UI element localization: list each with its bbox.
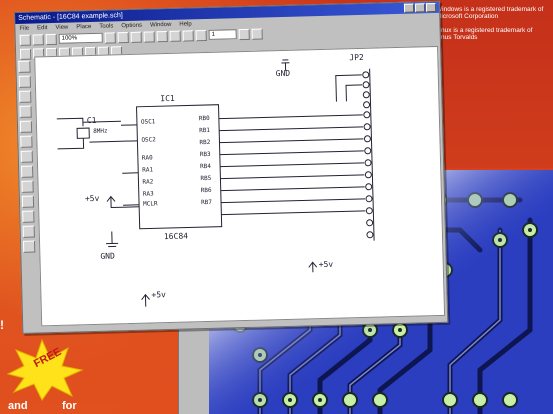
tool-arc-icon[interactable] [20,150,33,163]
wire-icon[interactable] [169,30,181,42]
crystal-value: 8MHz [93,127,108,135]
pin-rb2: RB2 [199,138,211,147]
vcc-bottom-label: +5v [151,290,167,300]
for-label: for [62,400,77,412]
tool-bus-icon[interactable] [19,90,32,103]
cut-icon[interactable] [104,31,116,44]
pin-osc1: OSC1 [140,118,156,126]
tool-pin-icon[interactable] [21,180,34,193]
pin-rb0: RB0 [198,114,210,123]
menu-window[interactable]: Window [149,21,172,28]
menu-help[interactable]: Help [179,20,192,28]
pin-mclr: MCLR [142,200,158,208]
zoom-combo[interactable]: 100% [58,32,103,44]
paste-icon[interactable] [130,31,142,43]
gnd-left-label: GND [100,251,115,261]
pin-rb6: RB6 [200,186,212,195]
tool-line-icon[interactable] [19,105,32,118]
menu-file[interactable]: File [19,25,30,32]
ic-part-number: 16C84 [163,231,189,242]
pin-ra1: RA1 [142,166,154,174]
exclamation: ! [0,318,4,332]
ic-reference: IC1 [160,93,175,104]
pin-rb4: RB4 [200,162,212,171]
sheet-combo[interactable]: 1 [208,29,237,40]
schematic-drawing [56,59,375,307]
copy-icon[interactable] [117,31,129,43]
schematic-canvas[interactable]: IC1 16C84 C1 8MHz GND GND JP2 +5v +5v +5… [34,45,446,327]
tool-part-icon[interactable] [21,195,35,208]
part-icon[interactable] [195,29,207,41]
tool-delete-icon[interactable] [22,240,36,253]
free-starburst [6,338,84,401]
tool-wire-icon[interactable] [18,75,31,88]
trademark-panel: Windows is a registered trademark of Mic… [430,0,553,168]
pin-rb7: RB7 [200,198,212,207]
secondary-window-edge [178,318,209,414]
save-icon[interactable] [45,33,57,45]
connector-label: JP2 [349,52,364,63]
vcc-left-label: +5v [84,193,100,204]
pin-osc2: OSC2 [141,136,156,144]
windows-trademark: Windows is a registered trademark of Mic… [436,6,544,20]
tool-ground-icon[interactable] [22,225,35,238]
pin-ra3: RA3 [142,190,154,198]
menu-view[interactable]: View [55,24,69,31]
new-file-icon[interactable] [19,34,31,46]
zoom-out-icon[interactable] [251,28,263,40]
and-label: and [8,400,28,412]
tool-power-icon[interactable] [22,210,35,223]
redo-icon[interactable] [156,30,168,42]
window-title: Schematic - [16C84 example.sch] [18,12,123,22]
bus-icon[interactable] [182,29,194,42]
tool-circle-icon[interactable] [20,135,33,148]
crystal-reference: C1 [86,115,97,126]
menu-tools[interactable]: Tools [99,22,114,30]
vcc-mid-label: +5v [318,259,334,270]
tool-pointer-icon[interactable] [18,60,31,73]
pin-rb3: RB3 [199,150,211,159]
tool-text-icon[interactable] [21,165,34,178]
linux-trademark: Linux is a registered trademark of Linus… [436,27,533,41]
menu-place[interactable]: Place [76,23,92,30]
menu-options[interactable]: Options [121,22,143,29]
tool-rect-icon[interactable] [19,120,33,133]
schematic-window[interactable]: Schematic - [16C84 example.sch] File Edi… [14,0,449,334]
pin-ra2: RA2 [142,178,154,186]
minimize-button[interactable] [403,3,415,13]
pin-rb5: RB5 [200,174,212,183]
maximize-button[interactable] [414,3,426,13]
zoom-in-icon[interactable] [238,28,250,40]
pin-rb1: RB1 [199,126,211,135]
menu-edit[interactable]: Edit [37,24,48,31]
open-file-icon[interactable] [32,33,44,46]
close-button[interactable] [425,2,437,13]
gnd-top-label: GND [275,68,291,79]
pin-ra0: RA0 [141,154,153,162]
undo-icon[interactable] [143,30,155,43]
